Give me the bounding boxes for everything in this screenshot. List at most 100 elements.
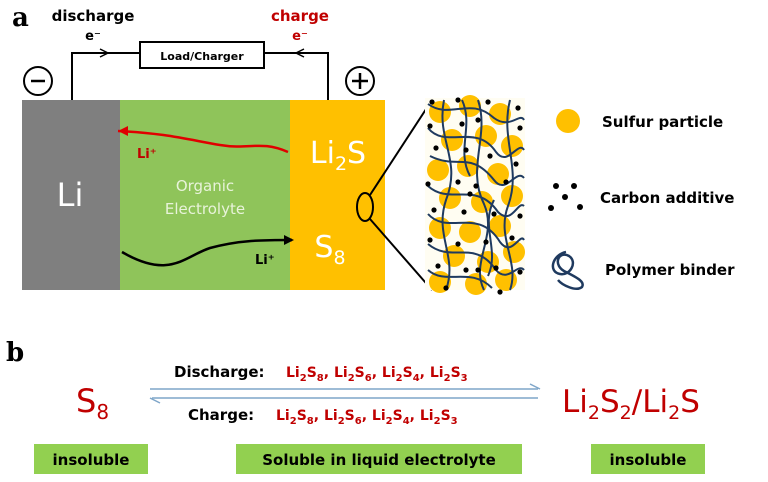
panel-b-label: b <box>6 338 24 368</box>
carbon-dot <box>509 235 515 241</box>
li-ion-charge-path <box>117 129 289 154</box>
sulfur-particle <box>475 125 497 147</box>
carbon-dot <box>497 289 503 295</box>
sulfur-particle <box>465 273 487 295</box>
carbon-dot <box>463 147 469 153</box>
insoluble-box-left <box>34 444 148 474</box>
cathode-microstructure <box>425 95 525 295</box>
carbon-dot <box>483 239 489 245</box>
carbon-additive-icon <box>548 183 583 211</box>
carbon-dot <box>517 125 523 131</box>
binder-strand <box>427 243 525 276</box>
binder-strand <box>427 213 525 249</box>
charge-polysulfides: Li2S8, Li2S6, Li2S4, Li2S3 <box>276 408 458 427</box>
sulfur-particle-icon <box>556 109 580 133</box>
legend-sulfur-label: Sulfur particle <box>602 113 723 131</box>
load-charger-label: Load/Charger <box>160 50 244 63</box>
charge-reaction-label: Charge: <box>188 406 254 424</box>
panel-a-label: a <box>12 3 29 33</box>
carbon-dot <box>435 263 441 269</box>
carbon-dot <box>493 265 499 271</box>
carbon-dot <box>425 181 431 187</box>
lithium-anode <box>22 100 120 290</box>
sulfur-particle <box>501 185 523 207</box>
sulfur-particle <box>501 135 523 157</box>
carbon-dot <box>491 211 497 217</box>
left-species: S8 <box>76 382 109 424</box>
sulfur-particle <box>427 159 449 181</box>
polymer-binder-network <box>427 99 525 291</box>
carbon-dot <box>485 99 491 105</box>
carbon-dot <box>455 179 461 185</box>
insoluble-label-left: insoluble <box>53 451 130 469</box>
load-charger-box <box>139 41 265 69</box>
charge-electron: e⁻ <box>292 29 308 44</box>
electrolyte-label-line1: Organic <box>176 177 234 195</box>
carbon-dot <box>443 285 449 291</box>
sulfur-particle <box>457 155 479 177</box>
carbon-dot <box>461 209 467 215</box>
carbon-dot <box>459 121 465 127</box>
binder-strand <box>427 185 525 218</box>
binder-strand <box>427 103 525 124</box>
charge-label: charge <box>271 7 329 25</box>
external-circuit <box>71 48 329 100</box>
li-ion-bottom-label: Li⁺ <box>255 253 275 268</box>
binder-strand <box>427 269 493 289</box>
carbon-dot <box>487 153 493 159</box>
discharge-arrowhead <box>99 48 110 58</box>
organic-electrolyte <box>120 100 290 290</box>
sulfur-particle <box>429 217 451 239</box>
carbon-dot <box>455 97 461 103</box>
carbon-dot <box>467 191 473 197</box>
discharge-polysulfides: Li2S8, Li2S6, Li2S4, Li2S3 <box>286 365 468 384</box>
insoluble-box-right <box>591 444 705 474</box>
binder-strand <box>487 199 495 277</box>
binder-strand <box>461 99 471 177</box>
binder-strand <box>441 99 453 291</box>
carbon-dot <box>473 183 479 189</box>
cathode-top-label: Li2S <box>310 136 366 175</box>
carbon-dot <box>455 241 461 247</box>
carbon-dot <box>475 117 481 123</box>
charge-arrowhead <box>294 48 305 58</box>
soluble-box <box>236 444 522 474</box>
anode-label: Li <box>57 176 84 214</box>
carbon-dot <box>513 161 519 167</box>
carbon-dot <box>433 145 439 151</box>
binder-strand <box>503 99 514 291</box>
carbon-dot <box>475 267 481 273</box>
carbon-dot <box>463 267 469 273</box>
discharge-label: discharge <box>52 7 135 25</box>
li-ion-discharge-arrowhead <box>284 235 294 245</box>
li-ion-top-label: Li⁺ <box>137 147 157 162</box>
li-ion-charge-arrowhead <box>118 126 128 136</box>
discharge-electron: e⁻ <box>85 29 101 44</box>
carbon-dot <box>427 237 433 243</box>
carbon-dot <box>431 207 437 213</box>
right-species: Li2S2/Li2S <box>562 384 700 424</box>
soluble-label: Soluble in liquid electrolyte <box>262 451 496 469</box>
insoluble-label-right: insoluble <box>610 451 687 469</box>
discharge-reaction-label: Discharge: <box>174 363 265 381</box>
legend-binder-label: Polymer binder <box>605 261 735 279</box>
carbon-dot <box>517 213 523 219</box>
cathode-bottom-label: S8 <box>314 230 345 269</box>
carbon-dot <box>427 123 433 129</box>
electrolyte-label-line2: Electrolyte <box>165 200 245 218</box>
sulfur-particle <box>459 95 481 117</box>
sulfur-particle <box>459 221 481 243</box>
binder-strand <box>476 99 489 291</box>
li-ion-discharge-path <box>121 238 293 267</box>
carbon-dot <box>503 179 509 185</box>
legend-carbon-label: Carbon additive <box>600 189 734 207</box>
polymer-binder-icon <box>551 250 584 290</box>
carbon-dot <box>517 269 523 275</box>
carbon-additive-dots <box>425 97 523 295</box>
sulfur-particle <box>429 101 451 123</box>
carbon-dot <box>515 105 521 111</box>
sulfur-particle <box>489 215 511 237</box>
zoom-circle-icon <box>356 192 374 222</box>
carbon-dot <box>429 99 435 105</box>
